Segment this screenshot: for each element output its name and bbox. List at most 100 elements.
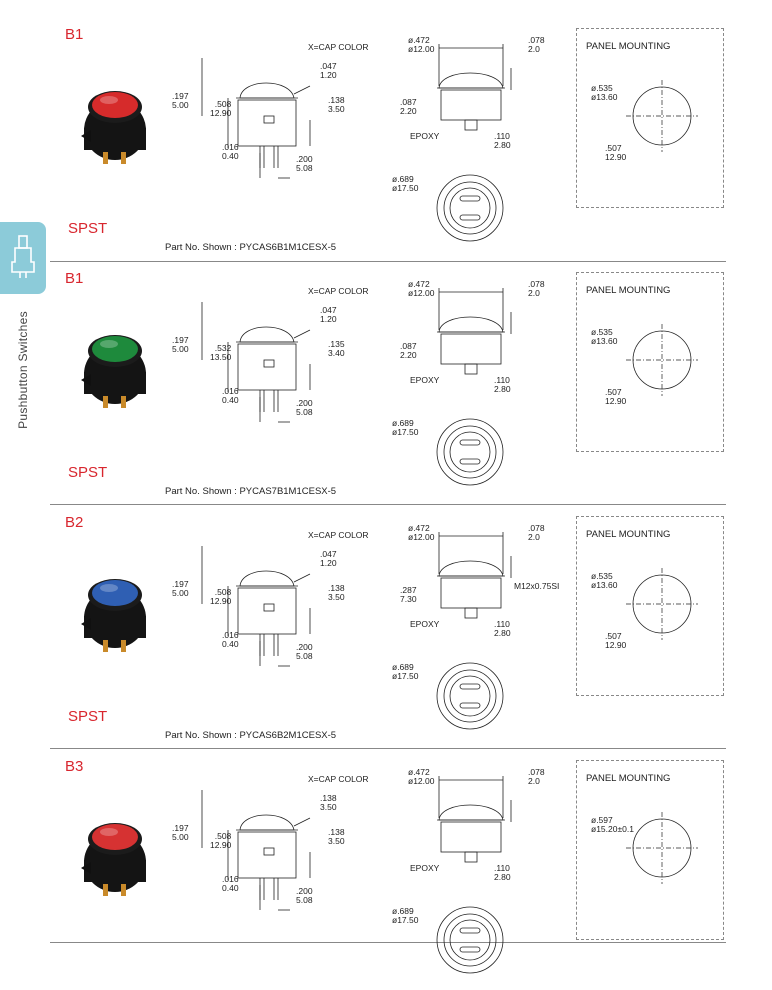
product-section: B1 SPST Part No. Shown : PYCAS7B1M1CESX-… (0, 262, 772, 502)
cap-color-label: X=CAP COLOR (308, 42, 369, 52)
product-photo (81, 823, 146, 896)
product-photo (81, 579, 146, 652)
product-photo (81, 91, 146, 164)
front-view-drawing (437, 776, 512, 863)
panel-mounting-box (576, 272, 724, 452)
cap-color-label: X=CAP COLOR (308, 530, 369, 540)
cap-color-label: X=CAP COLOR (308, 286, 369, 296)
front-view-drawing (437, 532, 512, 619)
part-number: Part No. Shown : PYCAS7B1M1CESX-5 (165, 486, 337, 497)
section-divider (50, 942, 726, 943)
epoxy-label: EPOXY (410, 375, 440, 385)
epoxy-label: EPOXY (410, 619, 440, 629)
section-divider (50, 261, 726, 262)
front-view-drawing (437, 44, 512, 131)
epoxy-label: EPOXY (410, 131, 440, 141)
series-code: B1 (65, 26, 84, 43)
front-view-drawing (437, 288, 512, 375)
product-section: B2 SPST Part No. Shown : PYCAS6B2M1CESX-… (0, 506, 772, 746)
panel-cutout-drawing (626, 568, 698, 640)
panel-mounting-box (576, 760, 724, 940)
circuit-type: SPST (68, 464, 108, 481)
panel-cutout-drawing (626, 80, 698, 152)
bottom-view-drawing (436, 906, 504, 974)
bottom-view-drawing (436, 174, 504, 242)
cap-color-label: X=CAP COLOR (308, 774, 369, 784)
bottom-view-drawing (436, 418, 504, 486)
part-number: Part No. Shown : PYCAS6B1M1CESX-5 (165, 242, 337, 253)
panel-cutout-drawing (626, 812, 698, 884)
product-section: B3 X= (0, 750, 772, 990)
side-view-drawing (201, 790, 311, 911)
section-divider (50, 504, 726, 505)
category-tab[interactable] (0, 222, 46, 294)
panel-mounting-title: PANEL MOUNTING (586, 773, 671, 784)
panel-mounting-title: PANEL MOUNTING (586, 529, 671, 540)
bottom-view-drawing (436, 662, 504, 730)
panel-cutout-drawing (626, 324, 698, 396)
epoxy-label: EPOXY (410, 863, 440, 873)
circuit-type: SPST (68, 708, 108, 725)
thread-label: M12x0.75SI (514, 581, 560, 591)
product-photo (81, 335, 146, 408)
part-number: Part No. Shown : PYCAS6B2M1CESX-5 (165, 730, 337, 741)
panel-mounting-title: PANEL MOUNTING (586, 41, 671, 52)
series-code: B1 (65, 270, 84, 287)
pushbutton-switch-icon (11, 235, 35, 278)
section-divider (50, 748, 726, 749)
panel-mounting-box (576, 28, 724, 208)
panel-mounting-box (576, 516, 724, 696)
series-code: B2 (65, 514, 84, 531)
series-code: B3 (65, 758, 84, 775)
product-section: B1 SPST Part No. Shown : PYCAS6B1M1CESX-… (0, 18, 772, 258)
circuit-type: SPST (68, 220, 108, 237)
panel-mounting-title: PANEL MOUNTING (586, 285, 671, 296)
